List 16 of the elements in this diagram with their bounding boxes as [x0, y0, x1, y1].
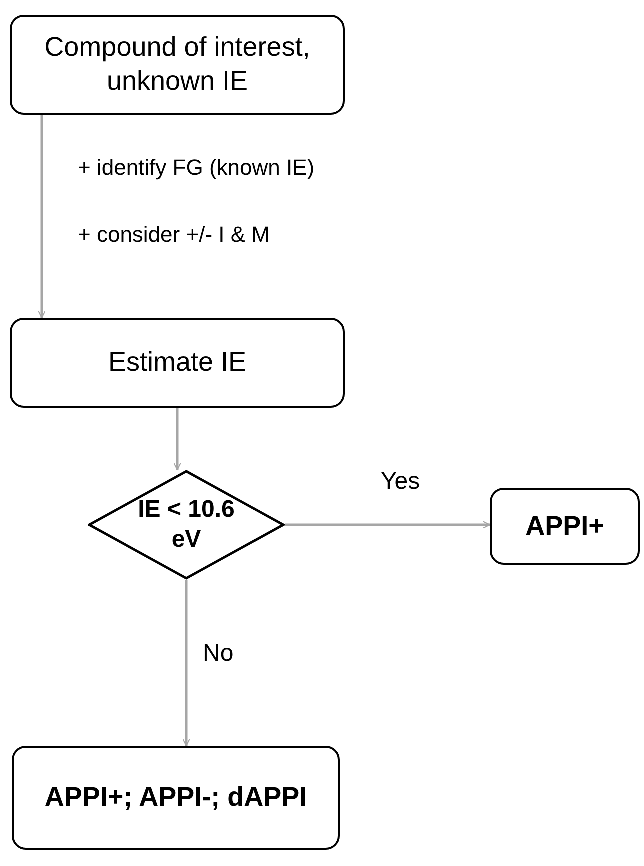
process-box [10, 318, 345, 408]
arrow [182, 580, 191, 747]
node-text: APPI+; APPI-; dAPPI [44, 781, 308, 814]
process-box [12, 746, 340, 850]
arrow [173, 408, 182, 471]
node-text: Estimate IE [108, 346, 247, 380]
process-box [10, 15, 345, 115]
arrow [38, 115, 46, 319]
note-text: + identify FG (known IE) [78, 155, 315, 181]
arrow [285, 520, 491, 530]
decision-diamond [88, 470, 285, 580]
note-text: + consider +/- I & M [78, 222, 270, 248]
node-text: Compound of interest, unknown IE [44, 31, 312, 98]
node-text: APPI+ [526, 510, 604, 543]
node-text: IE < 10.6 eV [137, 495, 236, 555]
process-box [490, 488, 640, 565]
